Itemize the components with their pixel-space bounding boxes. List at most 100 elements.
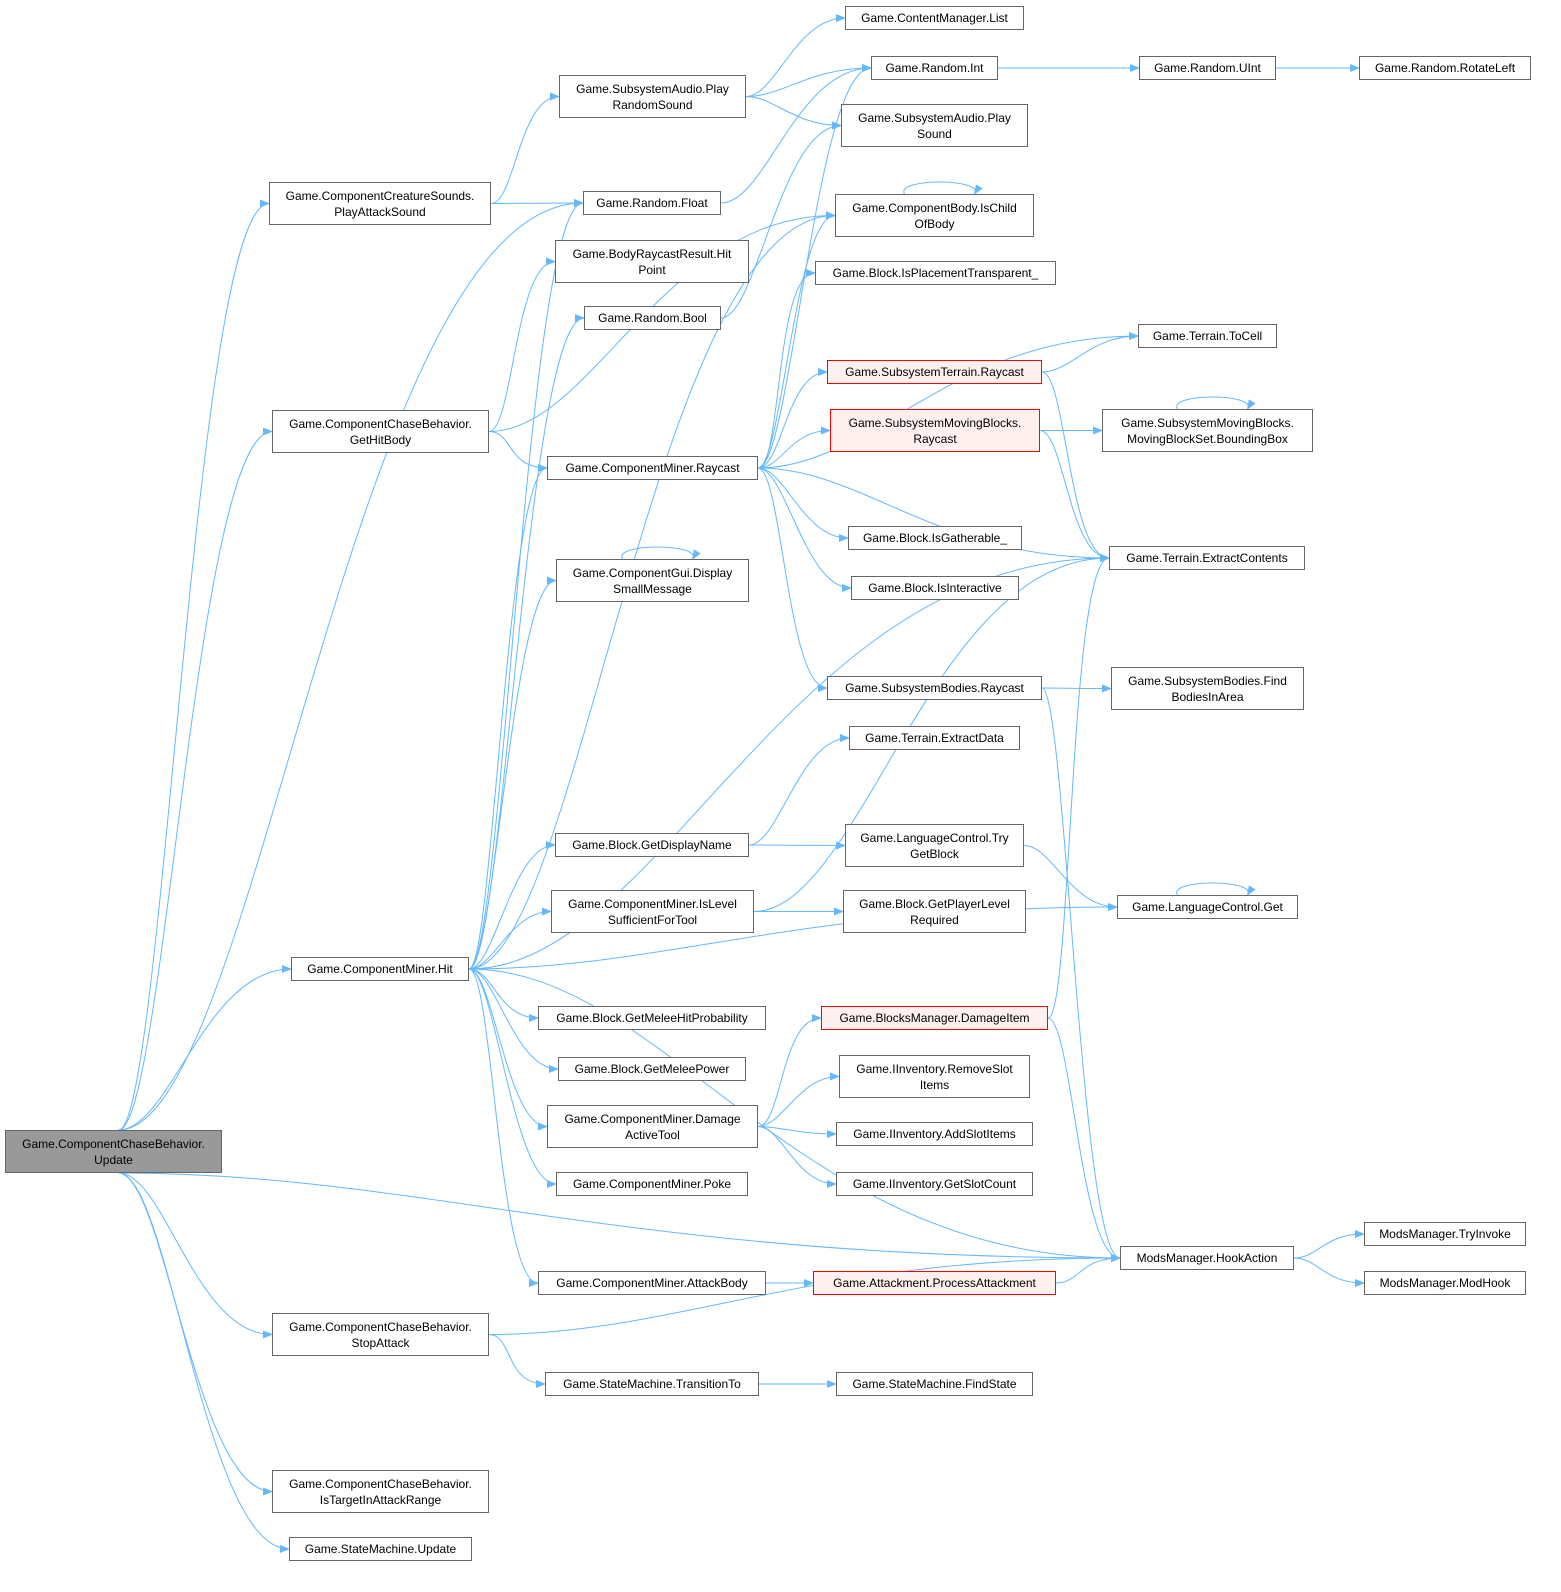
edge-cmr-to-smbr xyxy=(757,426,831,469)
node-label: SufficientForTool xyxy=(607,912,698,927)
node-label: Game.ComponentChaseBehavior. xyxy=(289,416,472,431)
edge-bb-to-bb xyxy=(1176,396,1256,410)
node-label: Game.Random.Bool xyxy=(598,311,707,325)
node-label: Game.ComponentMiner.Damage xyxy=(564,1111,741,1126)
edge-root-to-itar xyxy=(118,1172,273,1496)
node-asi[interactable]: Game.IInventory.AddSlotItems xyxy=(836,1122,1033,1146)
edge-root-to-ghb xyxy=(118,427,273,1131)
node-label: Game.Block.IsGatherable_ xyxy=(862,531,1008,545)
node-ab[interactable]: Game.ComponentMiner.AttackBody xyxy=(538,1271,766,1295)
node-mh[interactable]: ModsManager.ModHook xyxy=(1364,1271,1526,1295)
node-ri[interactable]: Game.Random.Int xyxy=(871,56,998,80)
edge-hit-to-cmr xyxy=(468,464,548,970)
edge-cmr-to-sbr xyxy=(757,467,828,692)
edge-ha-to-ti xyxy=(1293,1230,1365,1259)
node-label: IsTargetInAttackRange xyxy=(319,1492,442,1507)
node-smu[interactable]: Game.StateMachine.Update xyxy=(289,1537,472,1561)
edge-cmr-to-tc xyxy=(757,332,1139,469)
node-label: GetBlock xyxy=(910,846,959,861)
node-label: RandomSound xyxy=(612,97,693,112)
node-label: Sound xyxy=(917,126,952,141)
node-ha[interactable]: ModsManager.HookAction xyxy=(1120,1246,1294,1270)
node-tec[interactable]: Game.Terrain.ExtractContents xyxy=(1109,546,1305,570)
edge-prs-to-cml xyxy=(745,14,846,97)
node-di[interactable]: Game.BlocksManager.DamageItem xyxy=(821,1006,1048,1030)
edge-hit-to-poke xyxy=(468,968,557,1188)
node-hit[interactable]: Game.ComponentMiner.Hit xyxy=(291,957,469,981)
edge-cmr-to-str xyxy=(757,368,828,469)
node-cmr[interactable]: Game.ComponentMiner.Raycast xyxy=(547,456,758,480)
node-label: OfBody xyxy=(914,216,955,231)
edge-pas-to-prs xyxy=(490,92,560,204)
edge-hit-to-ab xyxy=(468,968,539,1287)
node-label: Game.ComponentCreatureSounds. xyxy=(285,188,475,203)
edge-cmr-to-icob xyxy=(757,211,836,469)
node-label: Game.Block.GetDisplayName xyxy=(572,838,732,852)
node-label: Game.Block.IsPlacementTransparent_ xyxy=(832,266,1039,280)
node-rb[interactable]: Game.Random.Bool xyxy=(584,306,721,330)
node-tt[interactable]: Game.StateMachine.TransitionTo xyxy=(545,1372,759,1396)
node-ti[interactable]: ModsManager.TryInvoke xyxy=(1364,1222,1526,1246)
edge-prs-to-ps xyxy=(745,96,842,130)
node-gmhp[interactable]: Game.Block.GetMeleeHitProbability xyxy=(538,1006,766,1030)
node-root[interactable]: Game.ComponentChaseBehavior.Update xyxy=(5,1130,222,1173)
node-sbr[interactable]: Game.SubsystemBodies.Raycast xyxy=(827,676,1042,700)
node-ted[interactable]: Game.Terrain.ExtractData xyxy=(849,726,1020,750)
node-ghb[interactable]: Game.ComponentChaseBehavior.GetHitBody xyxy=(272,410,489,453)
node-pa[interactable]: Game.Attackment.ProcessAttackment xyxy=(813,1271,1056,1295)
node-label: Game.Terrain.ToCell xyxy=(1152,329,1263,343)
node-label: Game.ContentManager.List xyxy=(861,11,1008,25)
node-label: Game.ComponentBody.IsChild xyxy=(852,200,1017,215)
node-label: Game.SubsystemBodies.Find xyxy=(1128,673,1287,688)
node-smbr[interactable]: Game.SubsystemMovingBlocks.Raycast xyxy=(830,409,1040,452)
node-label: ModsManager.ModHook xyxy=(1379,1276,1511,1290)
edge-prs-to-ri xyxy=(745,64,872,97)
node-itar[interactable]: Game.ComponentChaseBehavior.IsTargetInAt… xyxy=(272,1470,489,1513)
node-cml[interactable]: Game.ContentManager.List xyxy=(845,6,1024,30)
node-label: Game.Random.Int xyxy=(885,61,984,75)
edge-dat-to-asi xyxy=(757,1126,837,1138)
node-ig[interactable]: Game.Block.IsGatherable_ xyxy=(848,526,1022,550)
node-rrl[interactable]: Game.Random.RotateLeft xyxy=(1359,56,1531,80)
edge-root-to-pas xyxy=(118,199,270,1131)
edge-root-to-hit xyxy=(118,965,292,1131)
node-label: Game.BodyRaycastResult.Hit xyxy=(572,246,732,261)
node-poke[interactable]: Game.ComponentMiner.Poke xyxy=(556,1172,748,1196)
node-label: ActiveTool xyxy=(625,1127,680,1142)
node-label: Game.Block.GetMeleeHitProbability xyxy=(556,1011,748,1025)
edge-dat-to-rsi xyxy=(757,1072,840,1127)
node-gmp[interactable]: Game.Block.GetMeleePower xyxy=(558,1057,746,1081)
node-label: Point xyxy=(638,262,666,277)
edge-di-to-tec xyxy=(1047,554,1110,1019)
node-label: Game.Terrain.ExtractContents xyxy=(1126,551,1288,565)
node-pas[interactable]: Game.ComponentCreatureSounds.PlayAttackS… xyxy=(269,182,491,225)
node-label: Game.SubsystemTerrain.Raycast xyxy=(845,365,1024,379)
node-label: Required xyxy=(910,912,959,927)
node-gdn[interactable]: Game.Block.GetDisplayName xyxy=(555,833,749,857)
node-str[interactable]: Game.SubsystemTerrain.Raycast xyxy=(827,360,1042,384)
node-label: Game.SubsystemBodies.Raycast xyxy=(845,681,1024,695)
node-stop[interactable]: Game.ComponentChaseBehavior.StopAttack xyxy=(272,1313,489,1356)
node-fs[interactable]: Game.StateMachine.FindState xyxy=(836,1372,1033,1396)
node-label: Game.IInventory.GetSlotCount xyxy=(852,1177,1017,1191)
node-lcg[interactable]: Game.LanguageControl.Get xyxy=(1117,895,1298,919)
node-rf[interactable]: Game.Random.Float xyxy=(583,191,721,215)
edge-cmr-to-ig xyxy=(757,467,849,542)
node-rui[interactable]: Game.Random.UInt xyxy=(1139,56,1276,80)
node-ipt[interactable]: Game.Block.IsPlacementTransparent_ xyxy=(815,261,1056,285)
node-bb[interactable]: Game.SubsystemMovingBlocks.MovingBlockSe… xyxy=(1102,409,1313,452)
node-tc[interactable]: Game.Terrain.ToCell xyxy=(1138,324,1277,348)
node-ii[interactable]: Game.Block.IsInteractive xyxy=(851,576,1019,600)
node-gsc[interactable]: Game.IInventory.GetSlotCount xyxy=(836,1172,1033,1196)
